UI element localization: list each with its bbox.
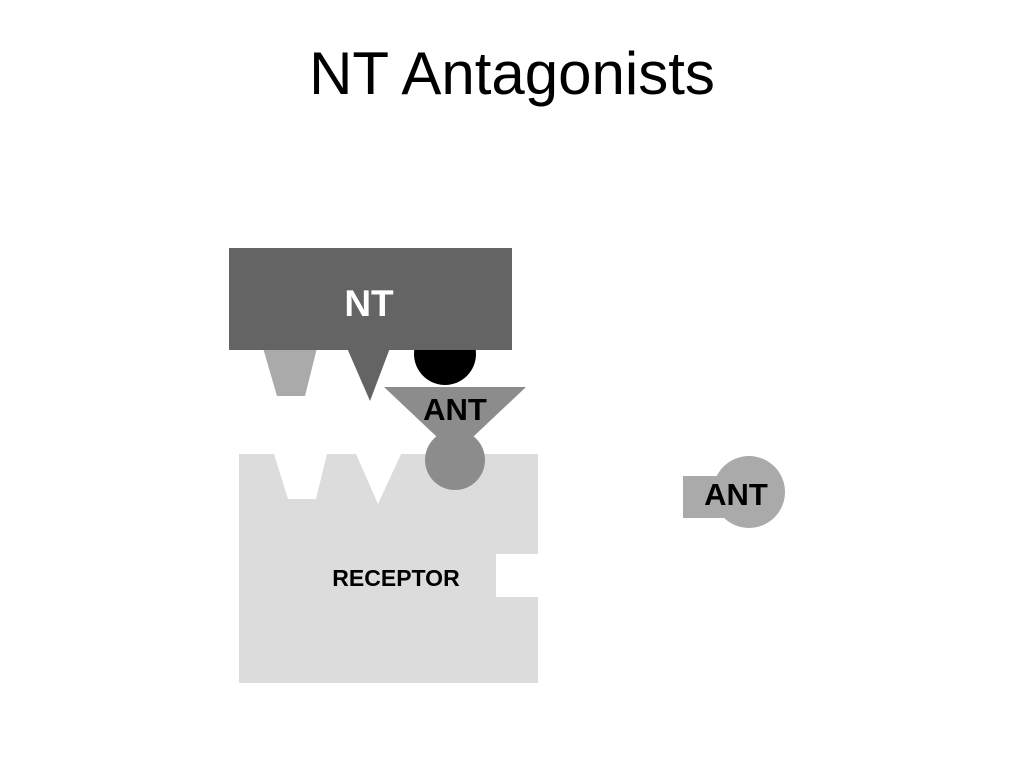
receptor-body [239, 454, 538, 683]
bound-antagonist: ANT [384, 387, 526, 490]
antagonist-wedge [384, 387, 526, 454]
nt-triangle-tab [347, 348, 390, 401]
nt-label: NT [344, 283, 394, 324]
slide-title: NT Antagonists [309, 40, 715, 107]
neurotransmitter: NT [229, 248, 512, 401]
antagonist-round-end [425, 430, 485, 490]
nt-block [229, 248, 512, 350]
free-antagonist-label: ANT [704, 477, 768, 512]
nt-square-tab [263, 348, 317, 396]
receptor-label: RECEPTOR [332, 565, 460, 591]
free-antagonist-head [713, 456, 785, 528]
free-antagonist: ANT [683, 456, 785, 528]
antagonist-label: ANT [423, 392, 487, 427]
receptor: RECEPTOR [239, 454, 538, 683]
